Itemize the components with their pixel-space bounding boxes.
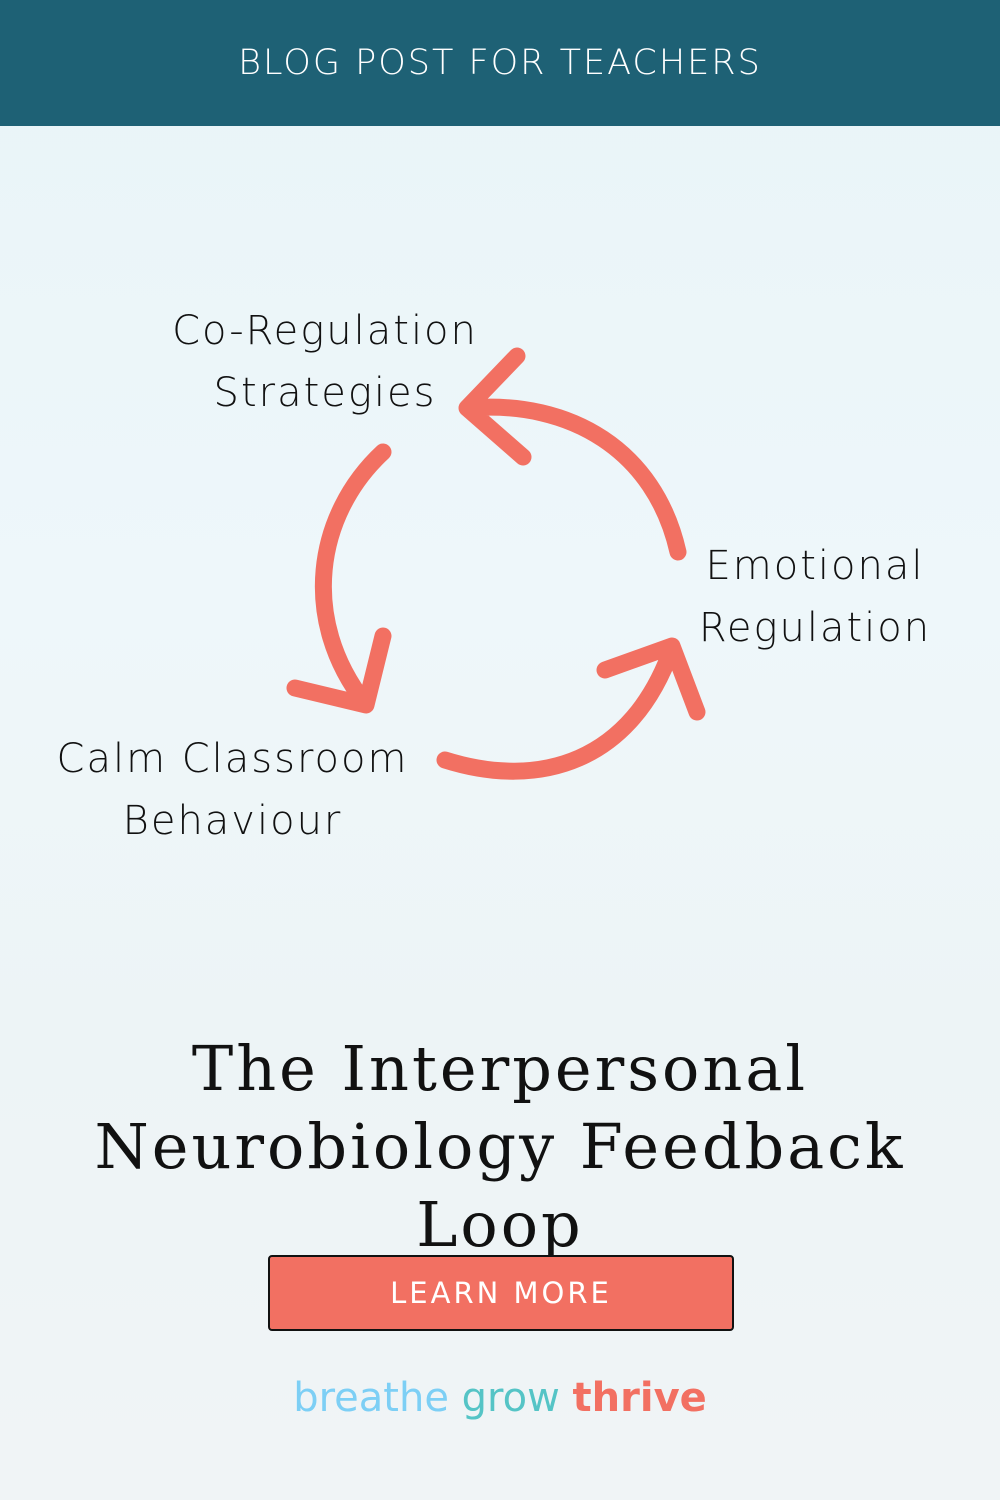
node-line: Behaviour	[122, 798, 343, 844]
node-line: Strategies	[213, 370, 437, 416]
learn-more-label: LEARN MORE	[390, 1276, 612, 1310]
arrow-to-emotional-regulation	[436, 637, 706, 780]
arrow-to-calm-classroom	[286, 443, 392, 714]
node-calm-classroom: Calm Classroom Behaviour	[40, 728, 425, 852]
node-line: Emotional	[705, 543, 925, 589]
brand-logo: breathe grow thrive	[0, 1375, 1000, 1421]
node-line: Co-Regulation	[172, 308, 478, 354]
learn-more-button[interactable]: LEARN MORE	[268, 1255, 734, 1331]
logo-word-thrive: thrive	[572, 1375, 707, 1421]
title-line: Neurobiology Feedback Loop	[94, 1110, 906, 1261]
node-co-regulation: Co-Regulation Strategies	[150, 300, 500, 424]
arrow-to-co-regulation	[458, 347, 687, 561]
logo-word-breathe: breathe	[293, 1375, 449, 1421]
page-title: The Interpersonal Neurobiology Feedback …	[0, 1030, 1000, 1264]
node-emotional-regulation: Emotional Regulation	[690, 535, 940, 659]
title-line: The Interpersonal	[191, 1032, 809, 1105]
banner-text: BLOG POST FOR TEACHERS	[238, 43, 762, 83]
header-banner: BLOG POST FOR TEACHERS	[0, 0, 1000, 126]
node-line: Regulation	[698, 605, 932, 651]
node-line: Calm Classroom	[56, 736, 409, 782]
logo-word-grow: grow	[461, 1375, 560, 1421]
feedback-loop-arrows	[286, 347, 706, 780]
